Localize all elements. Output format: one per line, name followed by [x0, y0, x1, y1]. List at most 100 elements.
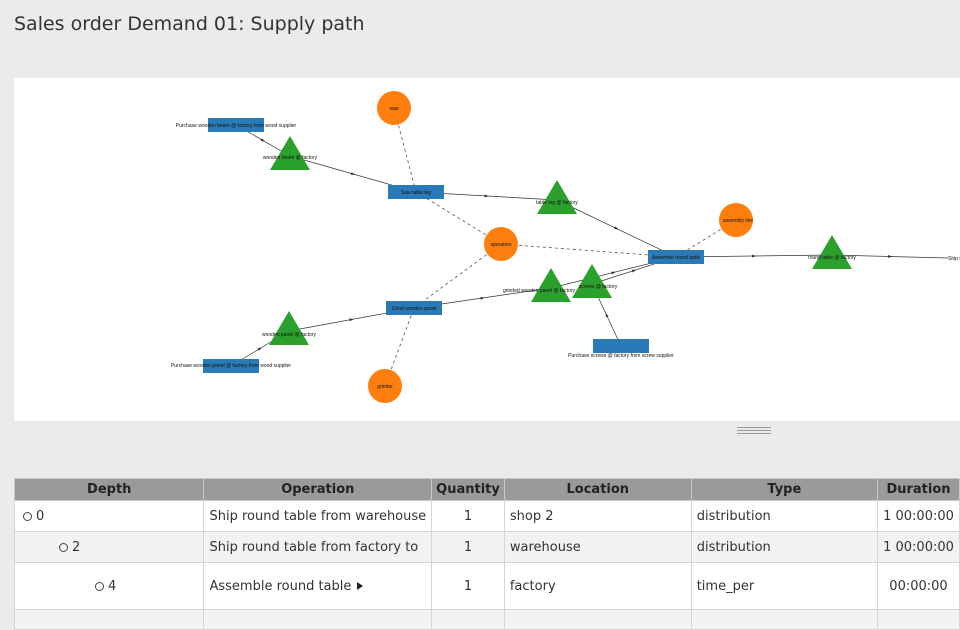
- graph-node-tlf[interactable]: table leg @ factory: [536, 180, 578, 214]
- page-title: Sales order Demand 01: Supply path: [14, 13, 365, 35]
- graph-node-art[interactable]: Assemble round table: [648, 250, 704, 264]
- graph-node-label: wooden panel @ factory: [262, 332, 316, 338]
- graph-node-label: wooden beam @ factory: [263, 155, 318, 161]
- graph-node-wbf[interactable]: wooden beam @ factory: [263, 136, 318, 170]
- depth-cell[interactable]: 2: [13, 531, 205, 563]
- edge-arrow-icon: [480, 296, 485, 300]
- buffer-node-triangle[interactable]: [812, 235, 852, 269]
- type-cell: distribution: [690, 531, 878, 563]
- depth-value: 4: [108, 578, 117, 594]
- column-header-depth[interactable]: Depth: [13, 478, 205, 501]
- depth-value: 0: [36, 508, 45, 524]
- operation-node-rect[interactable]: [388, 185, 444, 199]
- operation-node-rect[interactable]: [593, 339, 649, 353]
- edge-arrow-icon: [605, 312, 609, 318]
- supply-path-graph[interactable]: Purchase wooden beam @ factory from wood…: [14, 78, 960, 421]
- edge-arrow-icon: [484, 194, 489, 198]
- graph-node-label: grinder: [377, 384, 393, 390]
- graph-node-label: screws @ factory: [579, 284, 618, 290]
- graph-node-stl[interactable]: Saw table leg: [388, 185, 444, 199]
- resource-node-circle[interactable]: [484, 227, 518, 261]
- depth-cell: [13, 609, 205, 630]
- duration-cell: 00:00:00: [876, 562, 960, 610]
- graph-node-asl[interactable]: assembly line: [719, 203, 753, 237]
- graph-node-label: Grind wooden panel: [392, 306, 437, 312]
- buffer-node-triangle[interactable]: [537, 180, 577, 214]
- graph-node-wpf[interactable]: wooden panel @ factory: [262, 311, 316, 345]
- graph-node-label: Ship round: [948, 256, 960, 262]
- resource-node-circle[interactable]: [719, 203, 753, 237]
- column-header-duration[interactable]: Duration: [876, 478, 960, 501]
- buffer-node-triangle[interactable]: [572, 264, 612, 298]
- graph-node-label: Purchase wooden beam @ factory from wood…: [176, 123, 297, 129]
- resource-node-circle[interactable]: [377, 91, 411, 125]
- graph-node-scr[interactable]: screws @ factory: [572, 264, 618, 298]
- graph-node-pwp[interactable]: Purchase wooden panel @ factory from woo…: [171, 359, 291, 373]
- edge-arrow-icon: [614, 226, 619, 230]
- operation-node-rect[interactable]: [203, 359, 259, 373]
- duration-cell: 1 00:00:00: [876, 531, 960, 563]
- graph-node-label: Assemble round table: [652, 255, 701, 261]
- graph-node-label: saw: [390, 106, 399, 112]
- graph-node-grd[interactable]: grinder: [368, 369, 402, 403]
- edge-arrow-icon: [631, 269, 637, 273]
- quantity-cell: 1: [431, 562, 505, 610]
- graph-node-grp[interactable]: Grind wooden panel: [386, 301, 442, 315]
- quantity-cell: [431, 609, 505, 630]
- operation-cell: Ship round table from factory to: [203, 531, 433, 563]
- graph-node-ops[interactable]: operators: [484, 227, 518, 261]
- operation-cell[interactable]: Assemble round table: [203, 562, 433, 610]
- graph-node-label: operators: [490, 242, 512, 248]
- supply-path-graph-canvas[interactable]: Purchase wooden beam @ factory from wood…: [14, 78, 960, 421]
- graph-node-rtf[interactable]: round table @ factory: [808, 235, 856, 269]
- graph-node-label: grinded wooden panel @ factory: [503, 288, 576, 294]
- graph-edge-ops-grp: [413, 243, 502, 309]
- type-cell: time_per: [690, 562, 878, 610]
- collapse-circle-icon[interactable]: [23, 511, 32, 521]
- quantity-cell: 1: [431, 531, 505, 563]
- supply-path-table: Depth Operation Quantity Location Type D…: [13, 478, 960, 630]
- panel-resize-handle[interactable]: [737, 427, 771, 434]
- graph-node-pss[interactable]: Purchase screws @ factory from screw sup…: [568, 339, 674, 359]
- resource-node-circle[interactable]: [368, 369, 402, 403]
- type-cell: [690, 609, 878, 630]
- column-header-quantity[interactable]: Quantity: [431, 478, 505, 501]
- duration-cell: 1 00:00:00: [876, 500, 960, 532]
- graph-nodes: Purchase wooden beam @ factory from wood…: [171, 91, 960, 403]
- depth-cell[interactable]: 4: [13, 562, 205, 610]
- edge-arrow-icon: [350, 172, 356, 175]
- collapse-circle-icon[interactable]: [59, 542, 68, 552]
- buffer-node-triangle[interactable]: [269, 311, 309, 345]
- graph-node-label: round table @ factory: [808, 255, 856, 261]
- graph-edges: [230, 107, 949, 387]
- graph-node-saw[interactable]: saw: [377, 91, 411, 125]
- collapse-circle-icon[interactable]: [95, 581, 104, 591]
- caret-right-icon[interactable]: [357, 581, 364, 590]
- graph-node-label: table leg @ factory: [536, 200, 578, 206]
- edge-arrow-icon: [752, 254, 757, 258]
- table-row[interactable]: 0 Ship round table from warehouse 1 shop…: [13, 500, 960, 532]
- buffer-node-triangle[interactable]: [531, 268, 571, 302]
- table-row[interactable]: 2 Ship round table from factory to 1 war…: [13, 531, 960, 563]
- graph-node-gwp[interactable]: grinded wooden panel @ factory: [503, 268, 576, 302]
- operation-link[interactable]: Assemble round table: [209, 578, 352, 594]
- operation-node-rect[interactable]: [208, 118, 264, 132]
- operation-cell: [203, 609, 433, 630]
- location-cell: [503, 609, 692, 630]
- buffer-node-triangle[interactable]: [270, 136, 310, 170]
- type-cell: distribution: [690, 500, 878, 532]
- graph-edge-ops-art: [500, 243, 677, 258]
- column-header-operation[interactable]: Operation: [203, 478, 433, 501]
- edge-arrow-icon: [349, 318, 354, 322]
- table-row[interactable]: 4 Assemble round table 1 factory time_pe…: [13, 562, 960, 610]
- edge-arrow-icon: [257, 347, 263, 351]
- graph-node-pwb[interactable]: Purchase wooden beam @ factory from wood…: [176, 118, 297, 132]
- column-header-type[interactable]: Type: [690, 478, 878, 501]
- operation-node-rect[interactable]: [648, 250, 704, 264]
- depth-cell[interactable]: 0: [13, 500, 205, 532]
- graph-node-label: Purchase wooden panel @ factory from woo…: [171, 363, 291, 369]
- operation-node-rect[interactable]: [386, 301, 442, 315]
- graph-node-ship[interactable]: Ship round: [948, 256, 960, 262]
- table-row[interactable]: [13, 609, 960, 630]
- column-header-location[interactable]: Location: [503, 478, 692, 501]
